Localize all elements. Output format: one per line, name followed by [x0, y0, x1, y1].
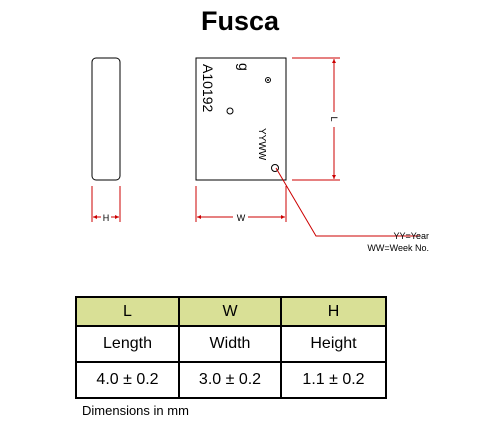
length-marker: L: [329, 116, 339, 121]
length-arrow-bottom: [332, 175, 336, 179]
header-cell-width: W: [178, 296, 282, 327]
legend-year: YY=Year: [394, 231, 429, 241]
dimensions-table: L W H Length Width Height 4.0 ± 0.2 3.0 …: [75, 296, 387, 399]
marking-date-code: YYWW: [256, 128, 267, 161]
table-header-row: L W H: [75, 296, 387, 327]
legend-leader-line: [275, 167, 420, 237]
legend-week: WW=Week No.: [367, 243, 429, 253]
height-arrow-left: [93, 215, 97, 219]
height-arrow-right: [115, 215, 119, 219]
name-cell-height: Height: [280, 325, 387, 363]
width-arrow-right: [281, 215, 285, 219]
pin1-indicator: [271, 164, 279, 172]
width-marker: W: [237, 213, 246, 223]
marking-dot-center: [267, 79, 269, 81]
name-cell-length: Length: [75, 325, 180, 363]
table-names-row: Length Width Height: [75, 325, 387, 363]
side-view-outline: [91, 57, 121, 181]
name-cell-width: Width: [178, 325, 282, 363]
length-arrow-top: [332, 59, 336, 63]
value-cell-width: 3.0 ± 0.2: [178, 361, 282, 399]
logo-glyph: g: [236, 63, 252, 71]
marking-code: A10192: [200, 64, 216, 112]
value-cell-length: 4.0 ± 0.2: [75, 361, 180, 399]
header-cell-height: H: [280, 296, 387, 327]
marking-dot-small: [265, 77, 271, 83]
height-marker: H: [103, 213, 110, 223]
top-view-outline: [195, 57, 287, 181]
page-title: Fusca: [200, 6, 280, 36]
value-cell-height: 1.1 ± 0.2: [280, 361, 387, 399]
width-arrow-left: [197, 215, 201, 219]
units-footnote: Dimensions in mm: [82, 403, 189, 418]
marking-dot-middle: [226, 107, 234, 115]
header-cell-length: L: [75, 296, 180, 327]
table-values-row: 4.0 ± 0.2 3.0 ± 0.2 1.1 ± 0.2: [75, 361, 387, 399]
